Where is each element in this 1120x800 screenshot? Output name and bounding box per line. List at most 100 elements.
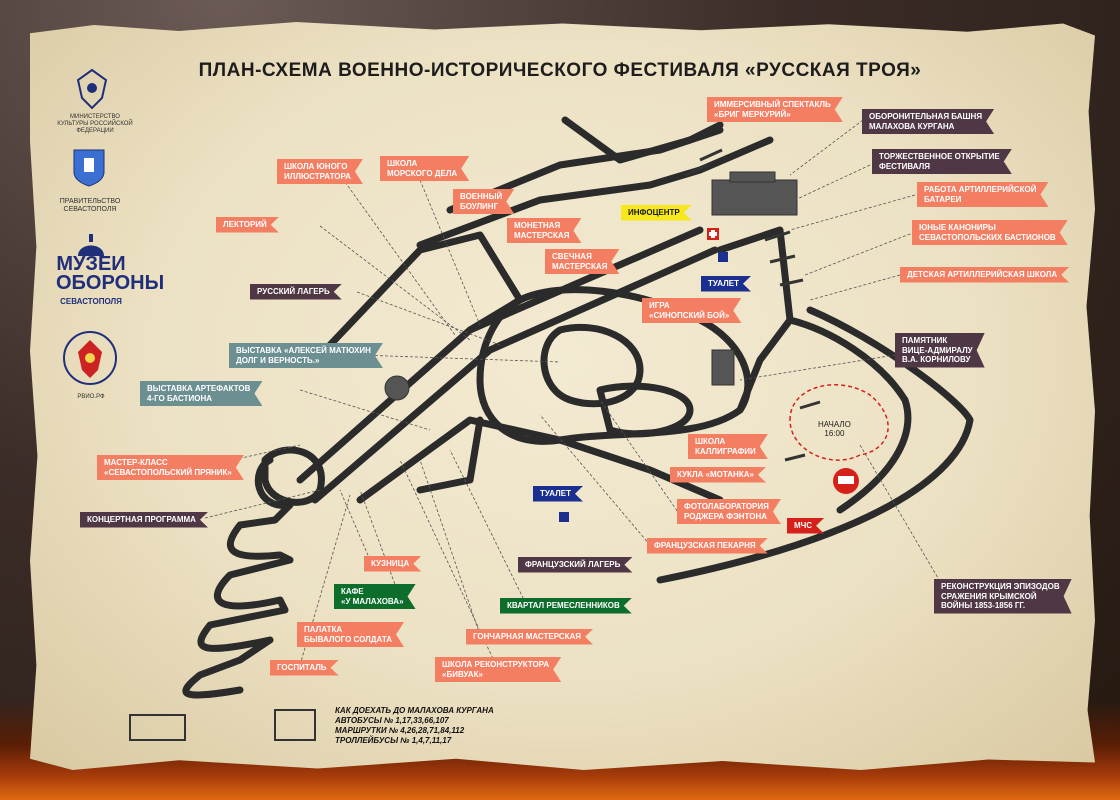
east-road: [716, 226, 794, 414]
label-line: ТУАЛЕТ: [708, 279, 739, 288]
inner-circle-1: [540, 323, 644, 408]
label-sinop: ИГРА«СИНОПСКИЙ БОЙ»: [642, 298, 741, 323]
bastion-circle: [261, 446, 325, 506]
label-line: КВАРТАЛ РЕМЕСЛЕННИКОВ: [507, 601, 620, 610]
label-line: ЛЕКТОРИЙ: [223, 220, 267, 229]
tower-roof: [729, 171, 776, 183]
label-line: МОНЕТНАЯ: [514, 221, 561, 230]
leader-line: [789, 119, 864, 176]
toilet-icon: [718, 252, 728, 262]
label-forge: КУЗНИЦА: [364, 556, 421, 572]
leader-line: [344, 181, 456, 336]
label-line: ДОЛГ И ВЕРНОСТЬ.»: [236, 355, 320, 365]
directions-trolleybuses: ТРОЛЛЕЙБУСЫ № 1,4,7,11,17: [335, 736, 452, 745]
label-line: ИНФОЦЕНТР: [628, 208, 680, 217]
label-kids-artillery: ДЕТСКАЯ АРТИЛЛЕРИЙСКАЯ ШКОЛА: [900, 267, 1069, 283]
leader-line: [339, 489, 371, 561]
label-line: ГОСПИТАЛЬ: [277, 663, 327, 672]
museum-title-3: СЕВАСТОПОЛЯ: [60, 297, 122, 306]
label-line: БЫВАЛОГО СОЛДАТА: [304, 634, 392, 644]
label-line: МАСТЕРСКАЯ: [514, 230, 570, 240]
leader-line: [299, 494, 351, 666]
inner-circle-2: [596, 382, 694, 438]
label-line: ГОНЧАРНАЯ МАСТЕРСКАЯ: [473, 632, 582, 641]
cannon: [684, 163, 709, 177]
label-line: В.А. КОРНИЛОВУ: [902, 355, 971, 364]
label-line: БАТАРЕИ: [924, 194, 962, 204]
bus-stop: [274, 709, 316, 741]
leader-line: [359, 354, 561, 363]
toilet-icon: [559, 512, 569, 522]
label-gingerbread: МАСТЕР-КЛАСС«СЕВАСТОПОЛЬСКИЙ ПРЯНИК»: [97, 455, 244, 480]
label-hospital: ГОСПИТАЛЬ: [270, 660, 339, 676]
museum-title-1: МУЗЕИ: [56, 253, 126, 275]
label-toilet-1: ТУАЛЕТ: [701, 276, 751, 292]
label-immersive: ИММЕРСИВНЫЙ СПЕКТАКЛЬ«БРИГ МЕРКУРИЙ»: [707, 97, 843, 122]
directions-buses: АВТОБУСЫ № 1,17,33,66,107: [335, 716, 449, 725]
label-line: РАБОТА АРТИЛЛЕРИЙСКОЙ: [924, 185, 1037, 194]
label-line: КАФЕ: [341, 587, 364, 596]
ministry-text: МИНИСТЕРСТВО КУЛЬТУРЫ РОССИЙСКОЙ ФЕДЕРАЦ…: [57, 114, 133, 134]
leader-line: [809, 274, 901, 301]
label-line: ЮНЫЕ КАНОНИРЫ: [919, 223, 996, 232]
inner-south: [416, 416, 484, 494]
label-line: ВЫСТАВКА АРТЕФАКТОВ: [147, 384, 251, 393]
leader-line: [299, 389, 431, 431]
rvio-emblem-icon: [63, 331, 117, 385]
label-line: ФОТОЛАБОРАТОРИЯ: [684, 502, 769, 511]
label-line: ШКОЛА ЮНОГО: [284, 162, 348, 171]
label-concert: КОНЦЕРТНАЯ ПРОГРАММА: [80, 512, 208, 528]
start-time: 16:00: [824, 429, 845, 438]
cannon: [799, 400, 821, 410]
label-line: МАЛАХОВА КУРГАНА: [869, 121, 955, 131]
cannon: [769, 254, 796, 264]
label-line: КОНЦЕРТНАЯ ПРОГРАММА: [87, 515, 196, 524]
government-text-1: ПРАВИТЕЛЬСТВО: [59, 198, 121, 205]
gate: [129, 714, 186, 741]
leader-line: [419, 459, 481, 636]
label-line: «У МАЛАХОВА»: [341, 596, 404, 606]
label-line: ВОЙНЫ 1853-1856 ГГ.: [941, 601, 1026, 610]
label-line: ПАМЯТНИК: [902, 336, 948, 345]
label-line: «СЕВАСТОПОЛЬСКИЙ ПРЯНИК»: [104, 467, 232, 477]
label-line: ШКОЛА: [387, 159, 418, 168]
label-line: ОБОРОНИТЕЛЬНАЯ БАШНЯ: [869, 112, 983, 121]
label-line: МЧС: [794, 521, 813, 530]
label-line: ВЫСТАВКА «АЛЕКСЕЙ МАТЮХИН: [236, 346, 371, 355]
label-line: ТУАЛЕТ: [540, 489, 571, 498]
label-line: ВИЦЕ-АДМИРАЛУ: [902, 345, 973, 355]
label-line: ФЕСТИВАЛЯ: [879, 161, 930, 171]
lookout-circle: [384, 375, 410, 401]
map-title: ПЛАН-СХЕМА ВОЕННО-ИСТОРИЧЕСКОГО ФЕСТИВАЛ…: [198, 60, 922, 81]
start-label: НАЧАЛО: [818, 420, 851, 429]
leader-line: [539, 414, 651, 546]
government-text-2: СЕВАСТОПОЛЯ: [63, 206, 117, 213]
label-line: ФРАНЦУЗСКИЙ ЛАГЕРЬ: [525, 560, 621, 569]
label-line: СРАЖЕНИЯ КРЫМСКОЙ: [941, 591, 1037, 601]
label-line: СВЕЧНАЯ: [552, 252, 592, 261]
leader-line: [359, 489, 401, 599]
label-french-bakery: ФРАНЦУЗСКАЯ ПЕКАРНЯ: [647, 538, 768, 554]
label-mchs: МЧС: [787, 518, 824, 534]
label-pottery: ГОНЧАРНАЯ МАСТЕРСКАЯ: [466, 629, 593, 645]
leader-line: [319, 225, 471, 341]
label-line: РУССКИЙ ЛАГЕРЬ: [257, 287, 330, 296]
museum-title-2: ОБОРОНЫ: [56, 272, 165, 294]
label-line: МОРСКОГО ДЕЛА: [387, 168, 458, 178]
reconstruction-area: [789, 384, 889, 461]
cannon: [784, 453, 806, 462]
label-motanka: КУКЛА «МОТАНКА»: [670, 467, 766, 483]
monument: [711, 349, 735, 386]
main-avenue-2: [311, 246, 719, 504]
label-craftsmen: КВАРТАЛ РЕМЕСЛЕННИКОВ: [500, 598, 632, 614]
